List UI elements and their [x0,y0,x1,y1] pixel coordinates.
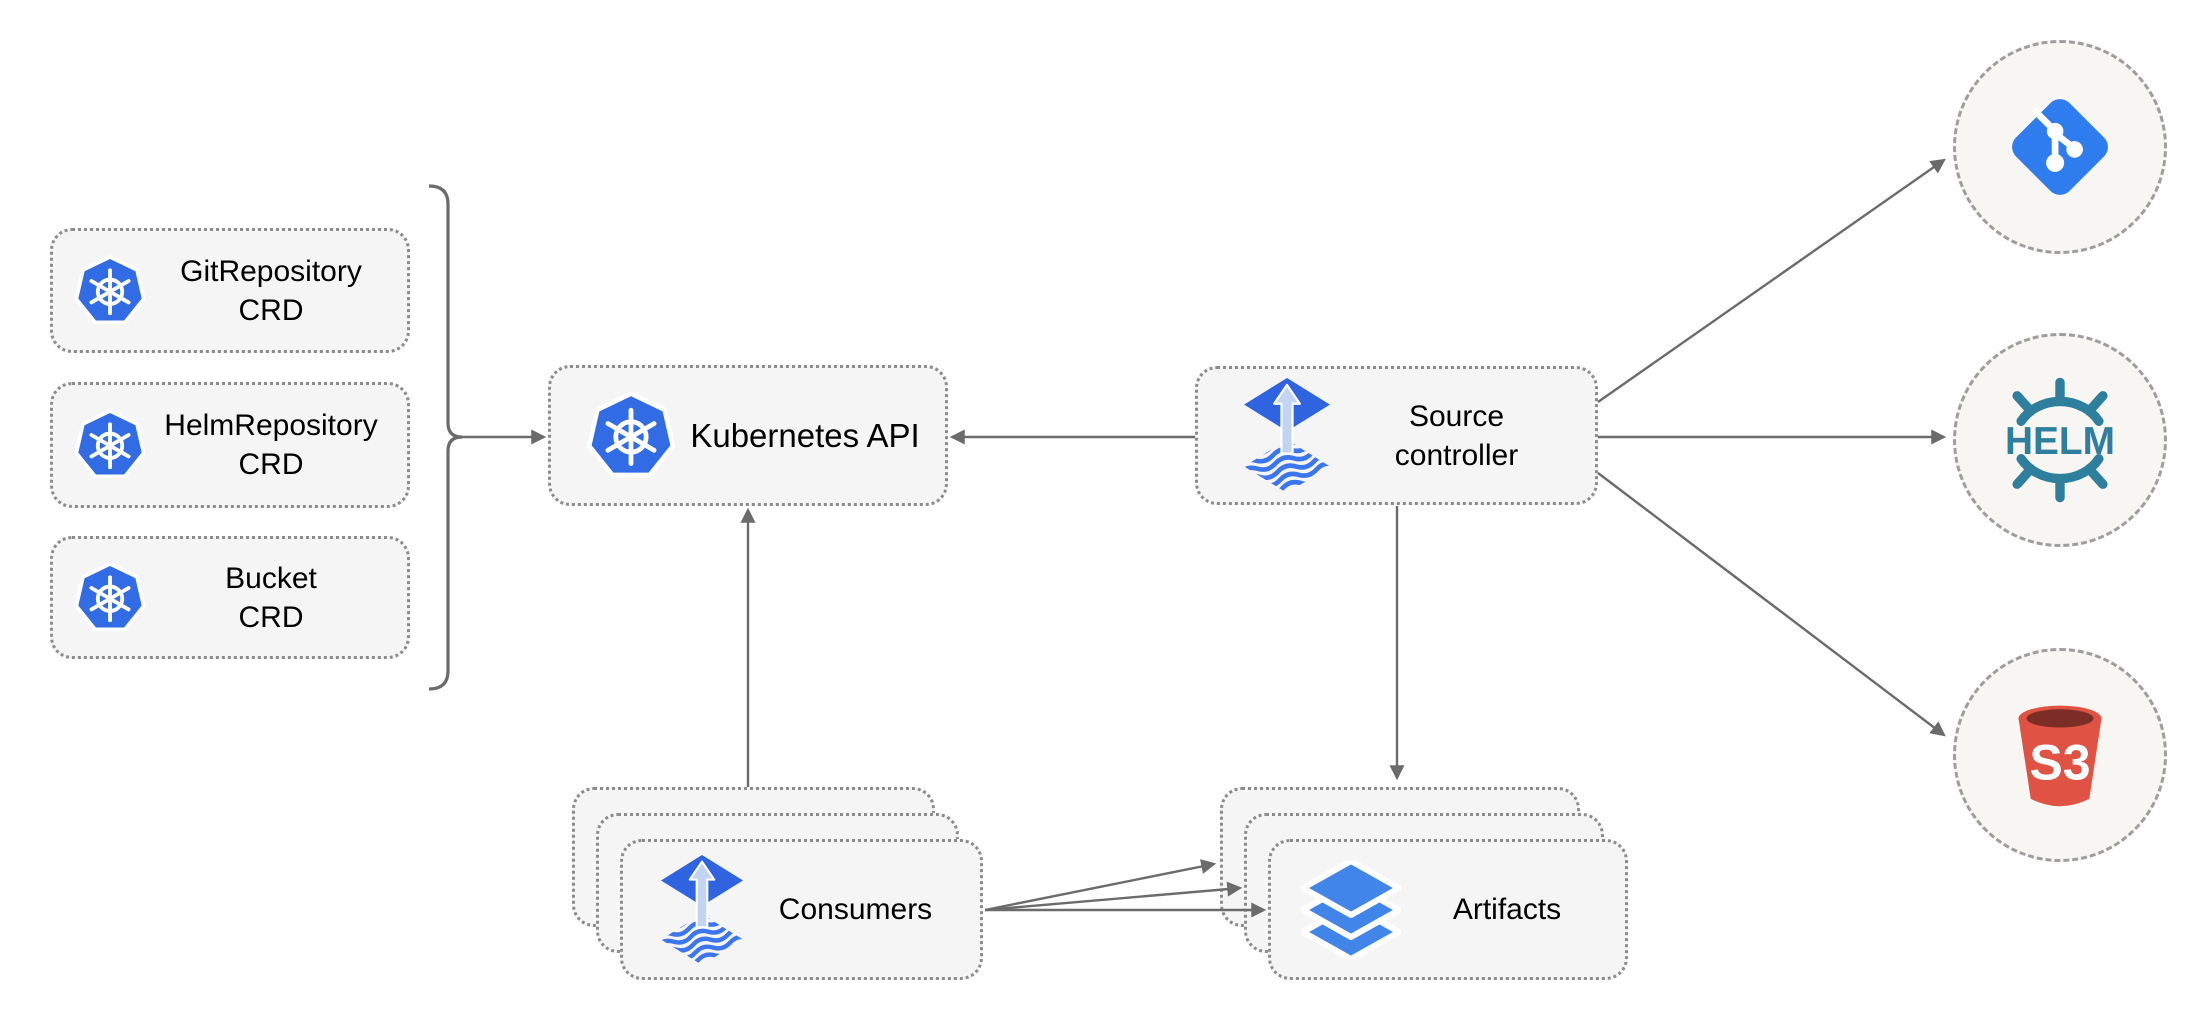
kubernetes-icon [73,253,147,329]
node-bucket-crd: Bucket CRD [50,536,410,659]
endpoint-git [1953,40,2167,254]
flux-icon [1244,378,1330,493]
endpoint-helm: HELM [1953,333,2167,547]
layers-icon [1301,861,1401,959]
source-controller-label: Source controller [1394,399,1519,472]
node-source-controller: Source controller [1195,366,1598,505]
node-consumers: Consumers [620,839,983,980]
node-gitrepository-crd: GitRepository CRD [50,228,410,353]
helm-wordmark: HELM [2005,420,2115,463]
connector-source-controller-to-s3 [1597,472,1946,737]
kubernetes-icon [73,407,147,483]
connector-consumers-to-artifacts-2 [984,881,1243,912]
node-kubernetes-api: Kubernetes API [548,365,948,506]
node-artifacts: Artifacts [1268,839,1628,980]
kubernetes-api-label: Kubernetes API [690,417,920,454]
connector-source-controller-to-git [1597,158,1946,403]
artifacts-label: Artifacts [1452,893,1562,926]
node-helmrepository-crd: HelmRepository CRD [50,382,410,508]
kubernetes-icon [73,560,147,636]
connector-consumers-to-artifacts-1 [984,859,1217,912]
helm-icon: HELM [2005,377,2115,503]
s3-bucket-icon: S3 [2018,705,2102,807]
crd-grouping-bracket [428,184,463,691]
gitrepository-crd-label: GitRepository CRD [180,254,362,327]
flux-icon [661,855,743,965]
s3-wordmark: S3 [2029,734,2090,790]
git-icon [2012,99,2108,195]
bucket-crd-label: Bucket CRD [225,561,317,634]
kubernetes-icon [585,389,677,483]
helmrepository-crd-label: HelmRepository CRD [164,409,378,481]
endpoint-s3: S3 [1953,648,2167,862]
consumers-label: Consumers [778,893,933,926]
